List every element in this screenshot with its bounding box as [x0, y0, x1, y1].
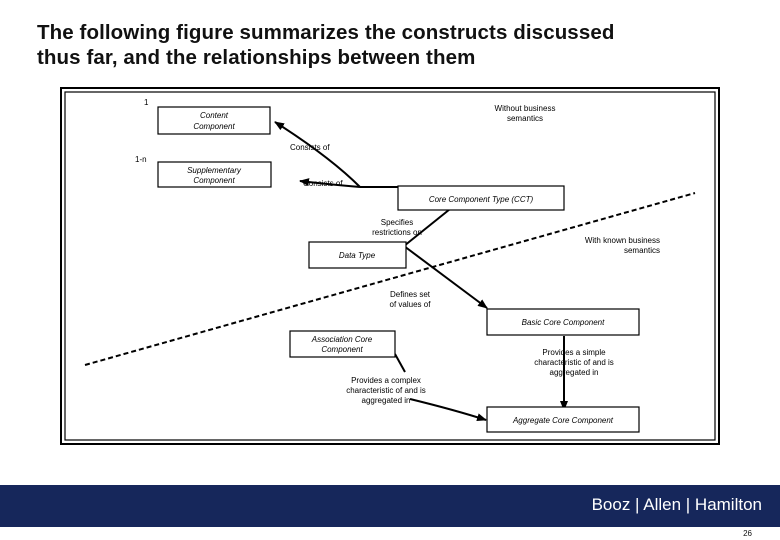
diagram-canvas: Content Component Supplementary Componen…: [60, 87, 720, 445]
defines-values-label-1: Defines set: [390, 290, 431, 299]
page-number: 26: [743, 529, 752, 538]
content-component-label-2: Component: [193, 122, 235, 131]
association-core-component-box: Association Core Component: [289, 330, 396, 358]
constructs-diagram: Content Component Supplementary Componen…: [60, 87, 720, 445]
consists-of-content-arrow: [274, 121, 361, 188]
supplementary-multiplicity: 1-n: [135, 155, 147, 164]
data-type-label: Data Type: [339, 251, 376, 260]
slide-title: The following figure summarizes the cons…: [37, 20, 737, 70]
defines-values-label-2: of values of: [390, 300, 432, 309]
consists-of-content-label: Consists of: [290, 143, 330, 152]
basic-core-component-box: Basic Core Component: [486, 308, 640, 336]
with-known-semantics-label-2: semantics: [624, 246, 660, 255]
simple-characteristic-label-3: aggregated in: [550, 368, 599, 377]
aggregate-core-component-label: Aggregate Core Component: [512, 416, 614, 425]
core-component-type-label: Core Component Type (CCT): [429, 195, 534, 204]
brand-logo-text: Booz | Allen | Hamilton: [591, 495, 762, 514]
complex-characteristic-label-2: characteristic of and is: [346, 386, 426, 395]
slide-title-line-1: The following figure summarizes the cons…: [37, 21, 615, 44]
inner-frame: [64, 91, 716, 441]
aggregate-core-component-box: Aggregate Core Component: [486, 406, 640, 433]
consists-of-supplementary-arrow: [299, 178, 361, 188]
specifies-restrictions-label-2: restrictions on: [372, 228, 422, 237]
footer-bar: Booz | Allen | Hamilton: [0, 485, 780, 527]
content-component-box: Content Component: [157, 106, 271, 135]
defines-values-arrow: [403, 245, 488, 309]
specifies-restrictions-label-1: Specifies: [381, 218, 413, 227]
complex-characteristic-label-1: Provides a complex: [351, 376, 421, 385]
without-semantics-label-1: Without business: [495, 104, 556, 113]
association-core-component-label-2: Component: [321, 345, 363, 354]
content-component-label-1: Content: [200, 111, 229, 120]
simple-characteristic-label-2: characteristic of and is: [534, 358, 614, 367]
supplementary-component-label-1: Supplementary: [187, 166, 242, 175]
complex-aggregation-connector: [394, 353, 406, 373]
association-core-component-label-1: Association Core: [311, 335, 373, 344]
complex-characteristic-label-3: aggregated in: [362, 396, 411, 405]
without-semantics-label-2: semantics: [507, 114, 543, 123]
supplementary-component-label-2: Component: [193, 176, 235, 185]
slide-title-line-2: thus far, and the relationships between …: [37, 46, 476, 69]
semantics-divider-line: [84, 192, 696, 366]
simple-characteristic-label-1: Provides a simple: [542, 348, 606, 357]
supplementary-component-box: Supplementary Component: [157, 161, 272, 188]
complex-aggregation-arrow: [409, 398, 487, 422]
with-known-semantics-label-1: With known business: [585, 236, 660, 245]
data-type-box: Data Type: [308, 241, 407, 269]
content-multiplicity: 1: [144, 98, 149, 107]
core-component-type-box: Core Component Type (CCT): [397, 185, 565, 211]
basic-core-component-label: Basic Core Component: [522, 318, 605, 327]
consists-of-supplementary-label: Consists of: [303, 179, 343, 188]
